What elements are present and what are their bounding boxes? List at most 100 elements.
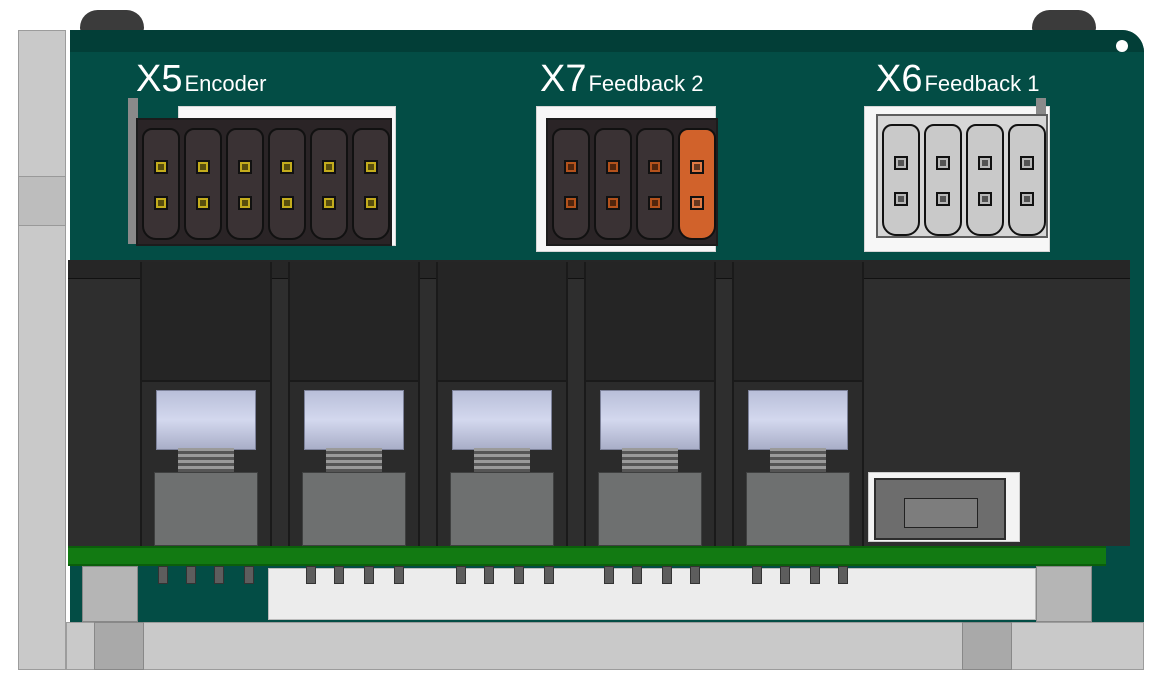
connector-cell	[924, 124, 962, 236]
connector-pin	[280, 160, 294, 174]
pcb-lead	[244, 566, 254, 584]
connector-pin	[978, 156, 992, 170]
connector-id-x5: X5	[136, 58, 183, 100]
bottom-terminal-bar	[268, 568, 1036, 620]
connector-cell	[310, 128, 348, 240]
connector-id-x6: X6	[876, 58, 923, 100]
connector-label-x5: X5Encoder	[136, 60, 266, 98]
connector-pin	[690, 196, 704, 210]
connector-pin	[894, 156, 908, 170]
terminal-barrel	[584, 262, 716, 546]
barrel-foot	[302, 472, 406, 546]
connector-x5-post	[128, 98, 138, 244]
connector-pin	[936, 192, 950, 206]
connector-cell	[636, 128, 674, 240]
pcb-lead	[838, 566, 848, 584]
connector-cell	[226, 128, 264, 240]
connector-pin	[978, 192, 992, 206]
board-top-edge	[70, 30, 1144, 52]
pcb-lead	[214, 566, 224, 584]
connector-pin	[894, 192, 908, 206]
standoff-left	[82, 566, 138, 622]
pcb-lead	[158, 566, 168, 584]
pcb-lead	[364, 566, 374, 584]
pcb-lead	[810, 566, 820, 584]
connector-x7-housing	[546, 118, 718, 246]
barrel-cyl	[156, 390, 256, 450]
pcb-lead	[394, 566, 404, 584]
connector-pin	[322, 160, 336, 174]
connector-pin	[648, 196, 662, 210]
side-connector-window	[904, 498, 978, 528]
connector-name-x6: Feedback 1	[924, 71, 1040, 96]
connector-pin	[364, 160, 378, 174]
connector-pin	[564, 196, 578, 210]
left-frame-rail-joint	[18, 176, 66, 226]
connector-x6-housing	[876, 114, 1048, 238]
pcb-lead	[752, 566, 762, 584]
connector-pin	[690, 160, 704, 174]
connector-pin	[564, 160, 578, 174]
terminal-barrel	[436, 262, 568, 546]
pcb-lead	[514, 566, 524, 584]
pcb-lead	[334, 566, 344, 584]
connector-cell	[678, 128, 716, 240]
connector-pin	[280, 196, 294, 210]
barrel-cap	[586, 262, 714, 382]
connector-cell	[268, 128, 306, 240]
barrel-cap	[734, 262, 862, 382]
pcb-lead	[604, 566, 614, 584]
pcb-lead	[662, 566, 672, 584]
connector-pin	[196, 196, 210, 210]
connector-pin	[936, 156, 950, 170]
connector-pin	[322, 196, 336, 210]
pcb-lead	[186, 566, 196, 584]
connector-cell	[352, 128, 390, 240]
barrel-cyl	[452, 390, 552, 450]
terminal-barrel	[732, 262, 864, 546]
connector-pin	[238, 196, 252, 210]
terminal-barrel	[288, 262, 420, 546]
connector-cell	[184, 128, 222, 240]
connector-name-x5: Encoder	[184, 71, 267, 96]
connector-id-x7: X7	[540, 58, 587, 100]
barrel-spring	[770, 448, 826, 472]
barrel-foot	[746, 472, 850, 546]
connector-cell	[1008, 124, 1046, 236]
side-connector	[874, 478, 1006, 540]
barrel-spring	[326, 448, 382, 472]
barrel-cap	[438, 262, 566, 382]
connector-cell	[552, 128, 590, 240]
connector-pin	[364, 196, 378, 210]
barrel-cyl	[600, 390, 700, 450]
connector-x5-housing	[136, 118, 392, 246]
connector-pin	[606, 196, 620, 210]
barrel-foot	[598, 472, 702, 546]
pcb-lead	[306, 566, 316, 584]
connector-label-x6: X6Feedback 1	[876, 60, 1039, 98]
barrel-cyl	[304, 390, 404, 450]
pcb-lead	[632, 566, 642, 584]
connector-pin	[648, 160, 662, 174]
pcb-lead	[780, 566, 790, 584]
barrel-spring	[474, 448, 530, 472]
connector-label-x7: X7Feedback 2	[540, 60, 703, 98]
barrel-foot	[450, 472, 554, 546]
left-frame-rail	[18, 30, 66, 670]
connector-cell	[594, 128, 632, 240]
foot-left	[94, 622, 144, 670]
pcb-strip	[68, 546, 1106, 566]
standoff-right	[1036, 566, 1092, 622]
connector-cell	[966, 124, 1004, 236]
barrel-cap	[142, 262, 270, 382]
board-corner-hole	[1116, 40, 1128, 52]
connector-cell	[882, 124, 920, 236]
barrel-foot	[154, 472, 258, 546]
barrel-cap	[290, 262, 418, 382]
terminal-barrel	[140, 262, 272, 546]
barrel-spring	[622, 448, 678, 472]
connector-pin	[1020, 192, 1034, 206]
pcb-lead	[544, 566, 554, 584]
connector-cell	[142, 128, 180, 240]
connector-pin	[238, 160, 252, 174]
